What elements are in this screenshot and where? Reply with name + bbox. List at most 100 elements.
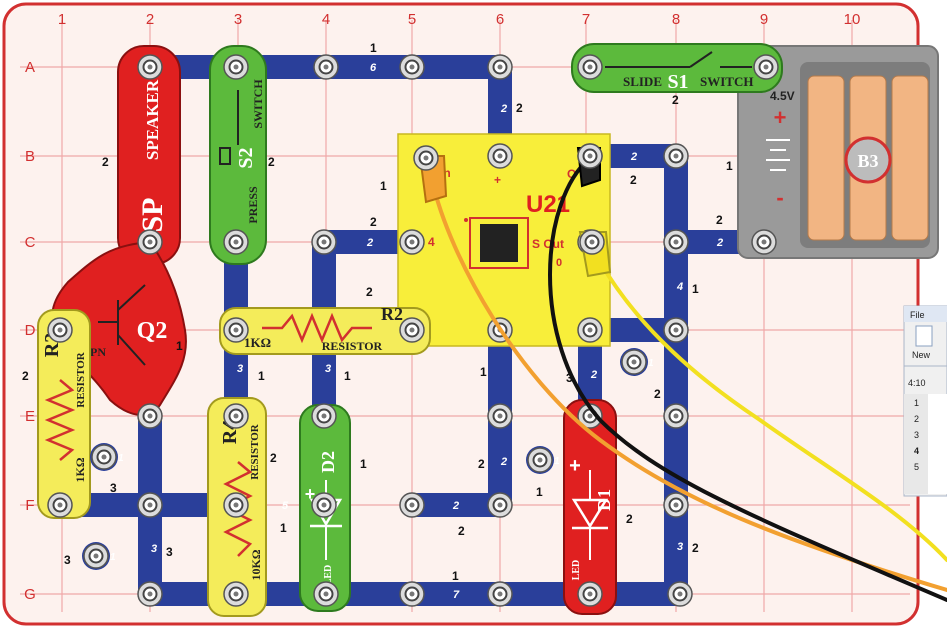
row-label: C <box>25 234 36 251</box>
level-label: 2 <box>672 93 679 107</box>
level-label: 1 <box>370 41 377 55</box>
row-number: 1 <box>914 398 919 408</box>
led-d1-label: LED <box>571 560 582 581</box>
snap-wire-number: 2 <box>716 237 723 249</box>
led-d2-plus: + <box>305 484 316 504</box>
row-number: 4 <box>914 446 919 456</box>
level-label: 2 <box>692 541 699 555</box>
row-labels: A B C D E F G <box>24 59 36 603</box>
level-label: 3 <box>110 481 117 495</box>
level-label: 2 <box>268 155 275 169</box>
cell-reference: 4:10 <box>908 378 926 388</box>
resistor-r2h-label: RESISTOR <box>322 339 383 353</box>
row-number: 3 <box>914 430 919 440</box>
overlay-window-fragment: File New 4:10 1 2 3 4 5 <box>903 305 947 497</box>
slide-switch-label-a: SLIDE <box>623 74 662 89</box>
resistor-r2-label: RESISTOR <box>75 351 87 407</box>
single-snaps: 1 1 1 1 <box>82 348 654 570</box>
slide-switch-code: S1 <box>667 71 688 93</box>
row-label: D <box>25 322 36 339</box>
level-label: 2 <box>102 155 109 169</box>
resistor-r2-vertical: R2 RESISTOR 1KΩ <box>37 309 91 519</box>
level-label: 1 <box>692 282 699 296</box>
level-label: 2 <box>626 512 633 526</box>
snap-wire-number: 4 <box>676 281 683 293</box>
level-label: 1 <box>380 179 387 193</box>
led-d2-code: D2 <box>318 451 338 473</box>
column-label: 3 <box>234 11 242 28</box>
press-switch-label-b: SWITCH <box>251 79 265 129</box>
level-label: 1 <box>176 339 183 353</box>
row-number: 5 <box>914 462 919 472</box>
ic-pin-plus: + <box>494 173 501 187</box>
snap-wire-number: 3 <box>677 541 683 553</box>
row-label: F <box>25 497 34 514</box>
column-label: 5 <box>408 11 416 28</box>
level-label: 1 <box>536 485 543 499</box>
level-label: 2 <box>22 369 29 383</box>
ic-pin-zero: 0 <box>556 257 562 269</box>
jumper-wire-clips <box>413 143 612 278</box>
row-label: A <box>25 59 35 76</box>
column-label: 1 <box>58 11 66 28</box>
resistor-r4-label: RESISTOR <box>249 423 261 479</box>
level-label: 2 <box>630 173 637 187</box>
new-document-icon[interactable] <box>915 325 933 347</box>
snap-wire-number: 7 <box>453 589 460 601</box>
led-d2-label: LED <box>323 565 334 586</box>
snap-wire-number: 3 <box>237 363 243 375</box>
level-label: 3 <box>64 553 71 567</box>
snap-wire-number: 5 <box>282 500 289 512</box>
battery-code: B3 <box>857 151 878 171</box>
jumper-wires <box>430 156 947 602</box>
column-labels: 1 2 3 4 5 6 7 8 9 10 <box>58 11 861 28</box>
black-jumper-wire <box>548 156 947 602</box>
new-button[interactable]: New <box>912 350 931 360</box>
component-level-labels: 2 1 2 2 2 1 2 3 1 2 1 2 3 2 1 1 <box>22 93 733 567</box>
snap-wire-number: 2 <box>452 500 459 512</box>
led-d1-plus: + <box>569 455 581 477</box>
yellow-jumper-wire <box>598 260 947 562</box>
column-label: 2 <box>146 11 154 28</box>
resistor-r2-value: 1KΩ <box>73 457 87 482</box>
resistor-r2h-value: 1KΩ <box>244 335 271 350</box>
level-label: 1 <box>452 569 459 583</box>
snap-wire-number: 2 <box>590 369 597 381</box>
ic-pin-out: S Out <box>532 237 564 251</box>
single-snap-number: 1 <box>648 358 654 369</box>
level-label: 2 <box>458 524 465 538</box>
led-d1-code: D1 <box>594 489 614 511</box>
transistor-code: Q2 <box>137 318 168 344</box>
column-label: 9 <box>760 11 768 28</box>
slide-switch-label-b: SWITCH <box>700 74 753 89</box>
level-label: 2 <box>370 215 377 229</box>
row-label: B <box>25 148 35 165</box>
press-switch-label-a: PRESS <box>246 186 260 224</box>
level-label: 1 <box>726 159 733 173</box>
snap-wire-number: 2 <box>366 237 373 249</box>
level-label: 1 <box>360 457 367 471</box>
level-label: 3 <box>566 371 573 385</box>
column-label: 10 <box>844 11 861 28</box>
level-label: 2 <box>366 285 373 299</box>
single-snap-number: 1 <box>110 552 116 563</box>
level-label: 2 <box>516 101 523 115</box>
column-label: 6 <box>496 11 504 28</box>
row-label: E <box>25 408 35 425</box>
slide-switch-s1: SLIDE S1 SWITCH <box>571 43 783 93</box>
orange-jumper-wire <box>430 178 947 592</box>
resistor-r2h-code: R2 <box>381 304 403 324</box>
level-label: 2 <box>716 213 723 227</box>
level-label: 2 <box>654 387 661 401</box>
ic-pin-o: O <box>567 167 576 181</box>
resistor-r2-horizontal: R2 1KΩ RESISTOR <box>219 304 431 355</box>
snap-wire-number: 3 <box>151 543 157 555</box>
level-label: 2 <box>478 457 485 471</box>
transistor-label: PN <box>90 345 106 359</box>
level-label: 2 <box>270 451 277 465</box>
menu-file[interactable]: File <box>910 310 925 320</box>
led-d1: D1 + LED <box>563 399 617 615</box>
level-label: 1 <box>480 365 487 379</box>
battery-holder-b3: B3 4.5V + - <box>737 45 939 259</box>
